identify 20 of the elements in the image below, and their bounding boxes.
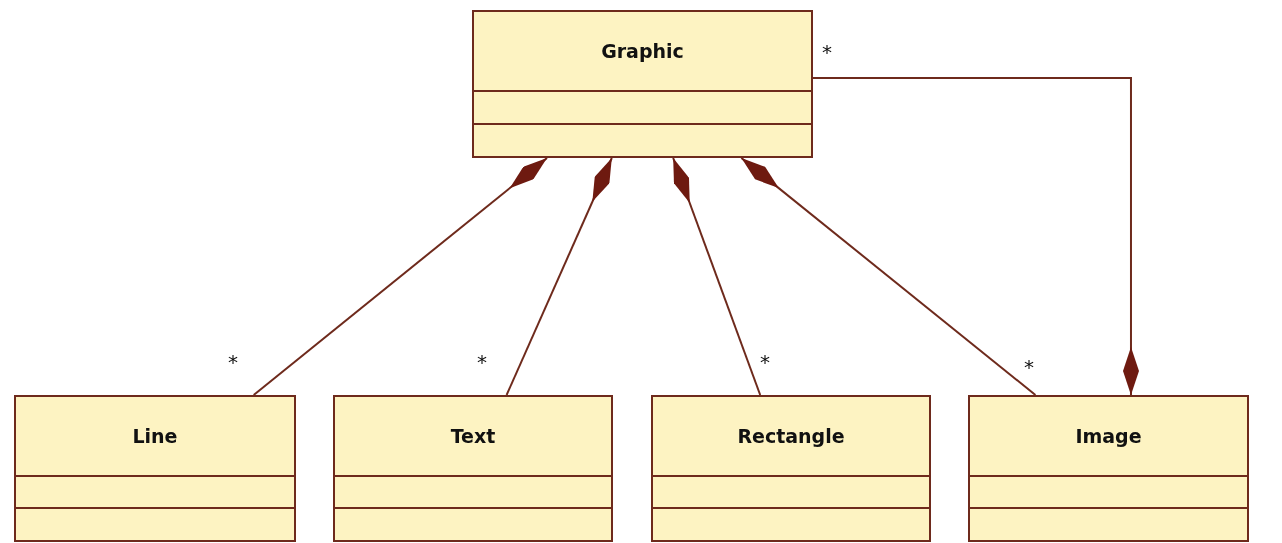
- multiplicity-label: *: [477, 352, 487, 372]
- multiplicity-label: *: [228, 352, 238, 372]
- class-box: [968, 395, 1249, 542]
- class-name: Image: [1075, 425, 1142, 447]
- class-name: Line: [132, 425, 178, 447]
- class-box: [651, 395, 931, 542]
- class-name: Rectangle: [737, 425, 845, 447]
- multiplicity-label: *: [1024, 357, 1034, 377]
- composition-connector: [505, 157, 613, 396]
- class-box: [14, 395, 296, 542]
- composition-connector: [672, 157, 762, 396]
- composition-connector: [740, 157, 1037, 396]
- composition-connector: [812, 77, 1139, 396]
- multiplicity-label: *: [760, 352, 770, 372]
- class-box: [333, 395, 613, 542]
- multiplicity-label: *: [822, 42, 832, 62]
- class-name: Text: [450, 425, 496, 447]
- composition-connector: [252, 157, 548, 396]
- class-name: Graphic: [601, 40, 684, 62]
- class-box: [472, 10, 813, 158]
